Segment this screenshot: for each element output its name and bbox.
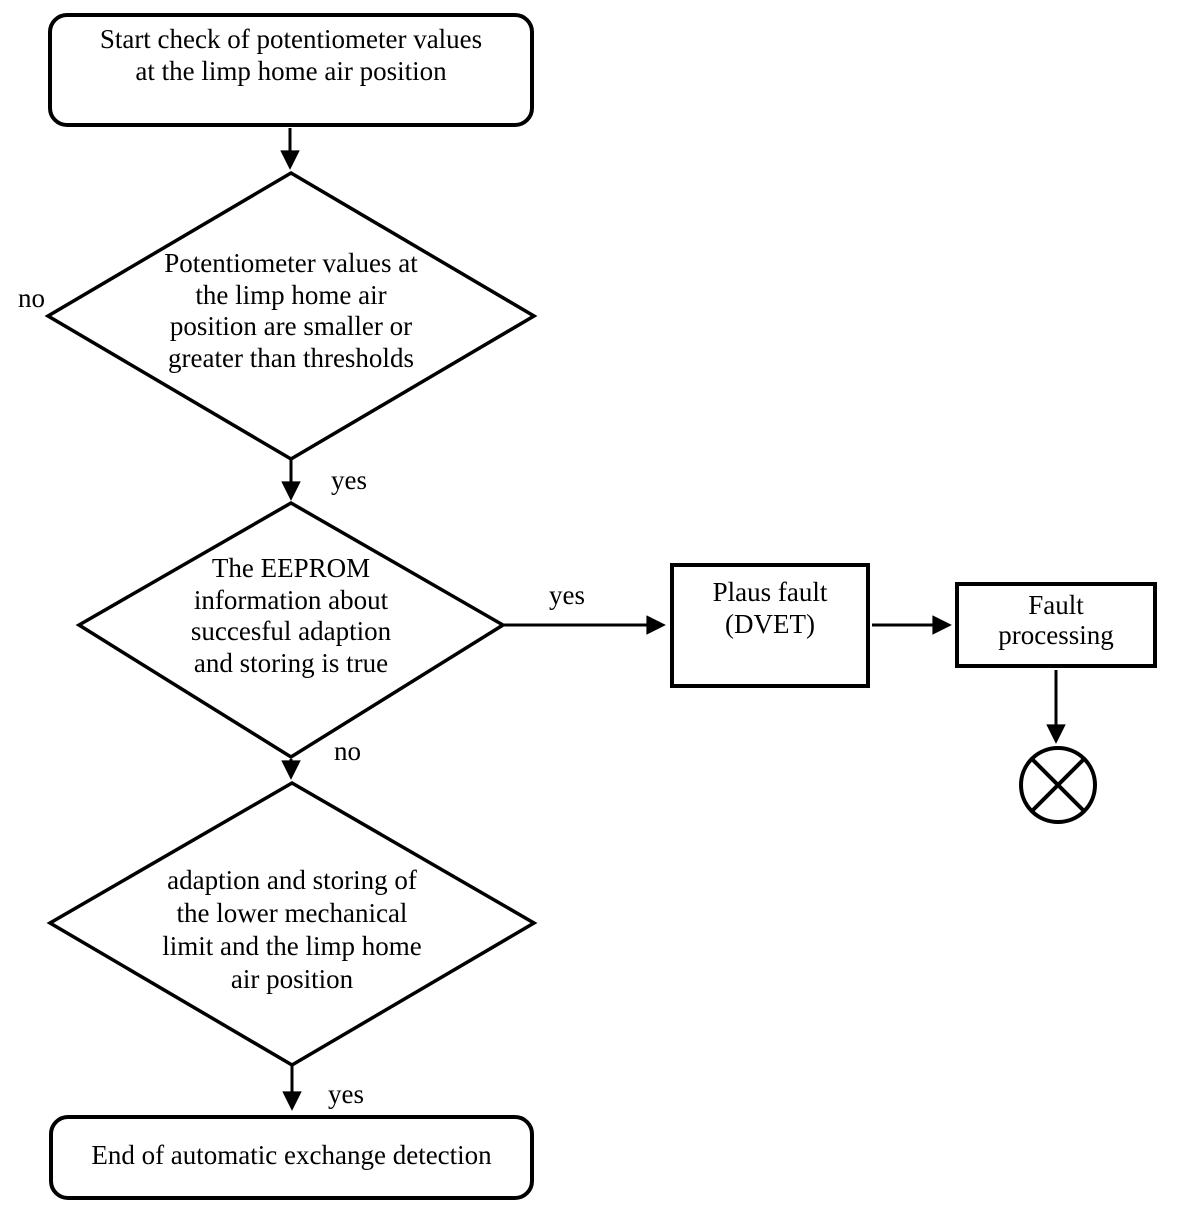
adaption-decision-label: adaption and storing of the lower mechan…	[162, 865, 422, 994]
edge-label-eeprom-no: no	[334, 736, 361, 766]
edge-label-adaption-yes: yes	[328, 1079, 364, 1109]
fault-processing-node	[955, 582, 1157, 668]
adaption-decision-node	[46, 780, 538, 1068]
plaus-fault-label: Plaus fault (DVET)	[712, 577, 828, 639]
start-node	[48, 13, 534, 127]
thresholds-decision-node	[44, 170, 538, 462]
end-node-label: End of automatic exchange detection	[91, 1140, 492, 1170]
plaus-fault-node	[670, 563, 870, 688]
fault-processing-label: Fault processing	[998, 590, 1114, 650]
edge-label-thresholds-no: no	[18, 283, 45, 313]
edge-label-thresholds-yes: yes	[331, 465, 367, 495]
start-node-label: Start check of potentiometer values at t…	[99, 24, 483, 86]
eeprom-decision-node	[75, 500, 507, 760]
end-node	[49, 1115, 534, 1200]
eeprom-decision-label: The EEPROM information about succesful a…	[190, 553, 392, 678]
thresholds-decision-label: Potentiometer values at the limp home ai…	[164, 248, 418, 373]
connector-circle-x-icon	[1019, 746, 1097, 824]
edge-label-eeprom-yes: yes	[549, 580, 585, 610]
